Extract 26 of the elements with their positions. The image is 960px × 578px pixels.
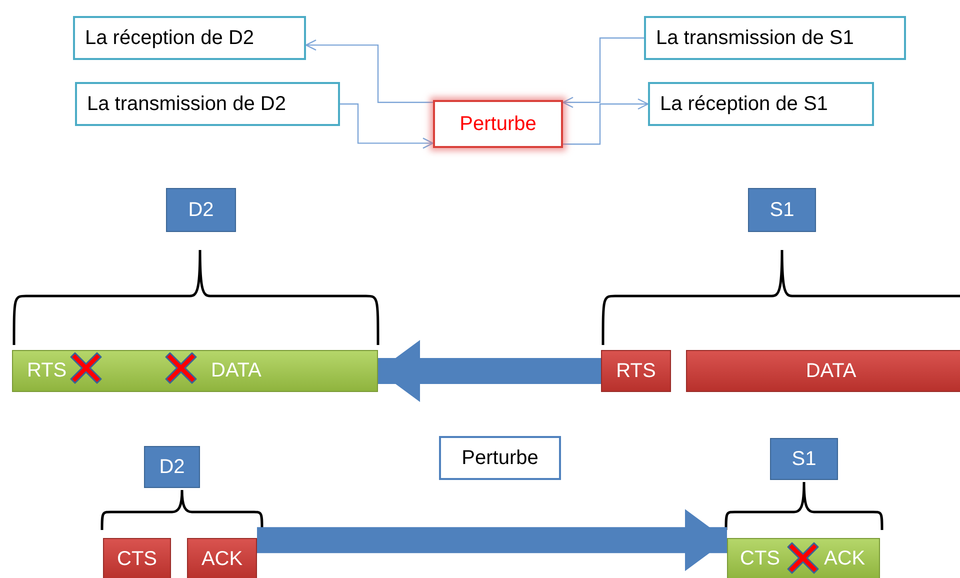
frame-bar bbox=[727, 538, 880, 578]
label-box: La transmission de D2 bbox=[75, 82, 340, 126]
frame-bar bbox=[12, 350, 378, 392]
node-box: D2 bbox=[166, 188, 236, 232]
block-arrow bbox=[378, 340, 601, 402]
frame-bar: DATA bbox=[686, 350, 960, 392]
arrow bbox=[340, 103, 434, 149]
label-box: Perturbe bbox=[439, 436, 561, 480]
label-box: La réception de D2 bbox=[73, 16, 306, 60]
label-box: La réception de S1 bbox=[648, 82, 874, 126]
node-box: D2 bbox=[144, 446, 200, 488]
arrow bbox=[305, 39, 433, 103]
highlight-box: Perturbe bbox=[433, 100, 563, 148]
arrow bbox=[563, 98, 649, 145]
frame-label: DATA bbox=[211, 360, 262, 382]
frame-bar: ACK bbox=[187, 538, 257, 578]
frame-label: ACK bbox=[824, 548, 866, 570]
label-box: La transmission de S1 bbox=[644, 16, 906, 60]
frame-bar: CTS bbox=[103, 538, 171, 578]
node-box: S1 bbox=[748, 188, 816, 232]
frame-label: CTS bbox=[740, 548, 780, 570]
frame-label: RTS bbox=[27, 360, 67, 382]
frame-bar: RTS bbox=[601, 350, 671, 392]
node-box: S1 bbox=[770, 438, 838, 480]
arrow bbox=[562, 37, 644, 108]
block-arrow bbox=[257, 509, 727, 572]
